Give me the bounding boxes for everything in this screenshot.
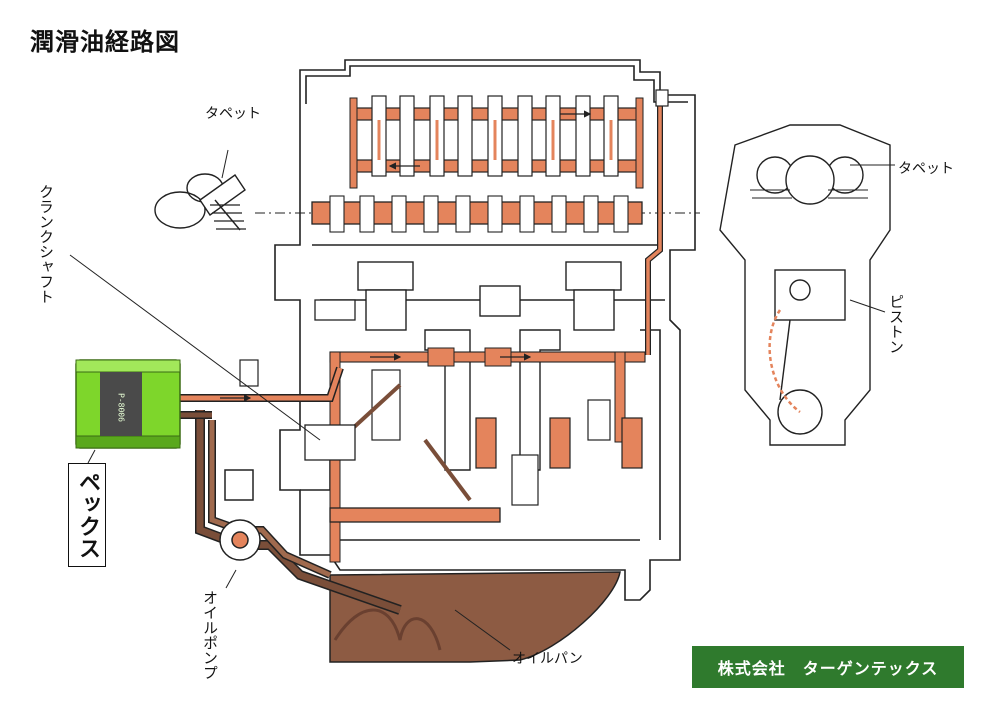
filter-outlet-line: [180, 359, 344, 402]
label-crankshaft: クランクシャフト: [37, 184, 55, 304]
flow-arrows: [220, 110, 592, 402]
label-oil-pump: オイルポンプ: [201, 590, 219, 680]
engine-section-right: [719, 124, 895, 446]
camshaft-galleries: [349, 95, 644, 189]
leader-lines: [69, 254, 511, 651]
tappet-detail-left: [154, 149, 246, 231]
page-title: 潤滑油経路図: [30, 28, 180, 56]
pex-label: ペックス: [75, 471, 100, 559]
label-piston: ピストン: [887, 294, 905, 354]
filter-model-text: P-8006: [116, 392, 126, 422]
pex-label-box: ペックス: [68, 463, 106, 567]
oil-riser-right: [645, 89, 669, 355]
crankshaft-pulley: [304, 299, 501, 523]
oil-pump: [219, 469, 261, 589]
label-tappet-right: タペット: [898, 161, 954, 177]
camshaft: [255, 195, 700, 233]
pistons: [357, 261, 622, 471]
label-oil-pan: オイルパン: [512, 651, 583, 667]
company-banner: 株式会社 ターゲンテックス: [692, 646, 964, 688]
crank-journals: [338, 369, 643, 506]
oil-pan: [329, 571, 621, 663]
oil-filter-icon: [75, 359, 181, 449]
label-tappet-left: タペット: [205, 106, 261, 122]
